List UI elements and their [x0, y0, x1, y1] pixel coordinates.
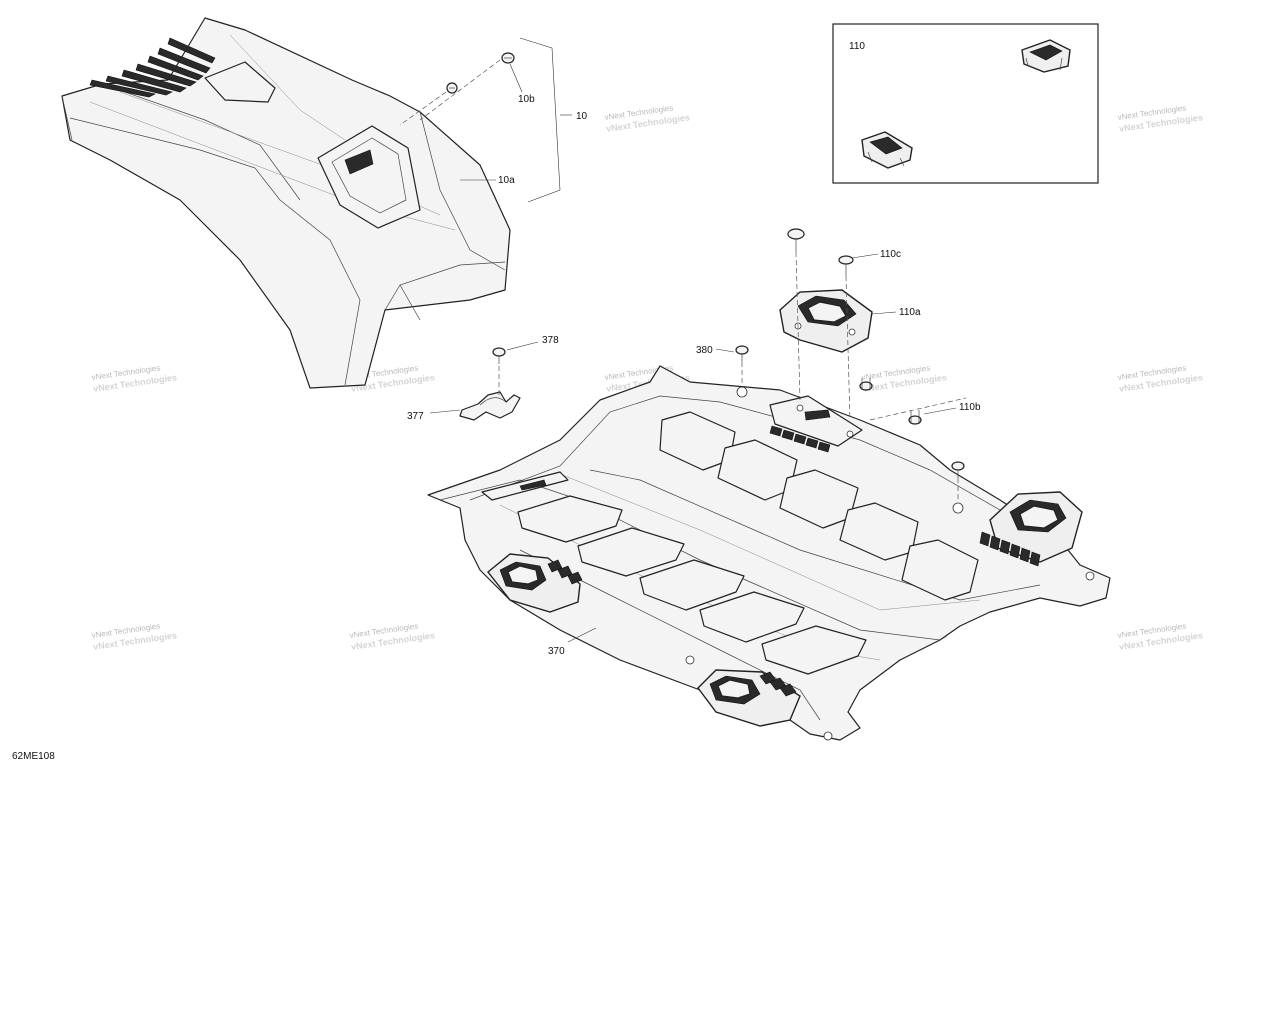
callout-380: 380 — [696, 345, 713, 356]
leader-377 — [429, 409, 461, 414]
fastener-guide — [795, 251, 801, 401]
watermark: vNext Technologies vNext Technologies — [91, 363, 177, 393]
callout-10: 10 — [576, 111, 588, 122]
inset-box-110: 110 — [832, 23, 1099, 184]
nut-110b-right — [908, 410, 922, 425]
watermark: vNext Technologies vNext Technologies — [1117, 103, 1203, 133]
fastener-10b-lower — [446, 82, 458, 94]
floor-plate-edge — [469, 395, 1001, 511]
callout-110b: 110b — [959, 402, 981, 413]
inset-anchor-bottom — [861, 131, 913, 169]
floor-slot-detail — [519, 479, 547, 491]
floor-label-block — [769, 395, 863, 453]
anchor-bottom — [697, 669, 801, 727]
panel-edge — [399, 284, 421, 321]
mount-hole — [1085, 571, 1095, 581]
anchor-bottom-slats — [759, 671, 797, 697]
floor-plate-edge — [589, 469, 1041, 601]
anchor-right-slats — [979, 531, 1041, 567]
screw-right — [951, 461, 965, 478]
leader-110c — [851, 253, 879, 259]
panel-edge — [419, 111, 506, 271]
callout-378: 378 — [542, 335, 559, 346]
watermark: vNext Technologies vNext Technologies — [349, 621, 435, 651]
watermark: vNext Technologies vNext Technologies — [1117, 363, 1203, 393]
inset-anchor-top — [1021, 39, 1071, 73]
floor-slats — [769, 425, 831, 453]
mount-hole — [823, 731, 833, 741]
group-bracket-10 — [519, 37, 561, 203]
rear-body-panel — [61, 17, 511, 389]
floor-plate-370 — [427, 365, 1111, 741]
diagram-code: 62ME108 — [12, 751, 55, 762]
floor-cutouts-lower — [517, 495, 867, 675]
fastener-guide — [399, 91, 447, 126]
anchor-110a — [779, 289, 873, 353]
nut-110b-left — [859, 378, 873, 391]
leader-10b — [509, 63, 523, 93]
anchor-right — [979, 491, 1083, 567]
fastener-10b-upper — [501, 52, 515, 64]
panel-edge — [61, 95, 73, 141]
mount-hole — [685, 655, 695, 665]
callout-10b: 10b — [518, 94, 535, 105]
leader-110b — [923, 407, 957, 415]
callout-110a: 110a — [899, 307, 921, 318]
fastener-guide — [869, 397, 967, 421]
callout-377: 377 — [407, 411, 424, 422]
panel-outline — [61, 17, 511, 389]
grille-fins — [89, 37, 216, 98]
leader-110a — [871, 311, 897, 315]
panel-handle-recess — [317, 125, 421, 229]
anchor-left-slats — [547, 559, 583, 585]
watermark: vNext Technologies vNext Technologies — [861, 363, 947, 393]
mount-hole — [736, 386, 748, 398]
anchor-left — [487, 553, 583, 613]
watermark: vNext Technologies vNext Technologies — [91, 621, 177, 651]
callout-110c: 110c — [880, 249, 901, 260]
callout-10a: 10a — [498, 175, 515, 186]
callout-370: 370 — [548, 646, 565, 657]
panel-edge — [69, 117, 361, 386]
watermark: vNext Technologies vNext Technologies — [604, 103, 690, 133]
floor-plate-edge — [559, 473, 981, 611]
leader-380 — [715, 348, 735, 353]
clip-377 — [459, 391, 521, 421]
screw-380 — [735, 345, 749, 362]
floor-cutouts-upper — [659, 411, 979, 601]
floor-plate-outline — [427, 365, 1111, 741]
panel-edge — [229, 34, 346, 141]
watermark: vNext Technologies vNext Technologies — [1117, 621, 1203, 651]
fastener-guide — [419, 59, 501, 121]
leader-370 — [567, 627, 597, 643]
screw-110c-right — [838, 255, 854, 276]
screw-378 — [492, 347, 506, 364]
callout-110: 110 — [849, 41, 865, 52]
panel-edge — [384, 261, 506, 311]
panel-vent — [204, 61, 276, 103]
mount-hole — [952, 502, 964, 514]
fastener-guide — [845, 275, 851, 421]
screw-110c-left — [787, 228, 805, 252]
leader-378 — [506, 341, 539, 351]
